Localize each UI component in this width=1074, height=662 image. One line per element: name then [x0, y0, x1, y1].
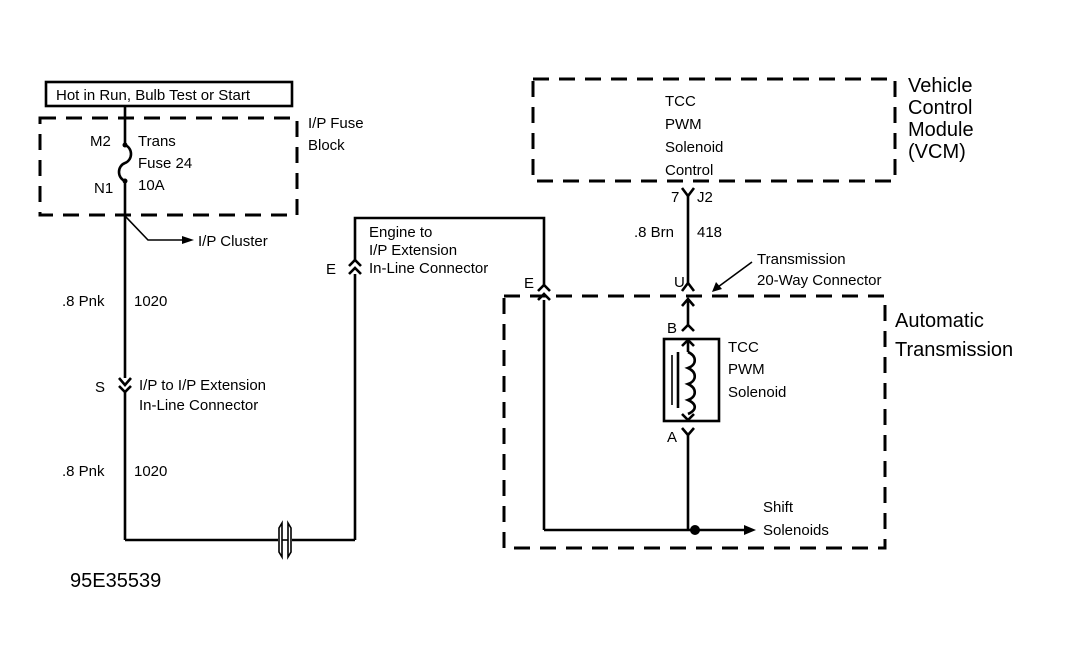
fuse-block: I/P Fuse Block M2 N1 Trans Fuse 24 10A — [38, 115, 364, 217]
trans-connector-name-1: Transmission — [757, 251, 846, 268]
tcc-pwm-solenoid: B TCC PWM Solenoid A — [662, 320, 786, 446]
trans-connector-name-2: 20-Way Connector — [757, 272, 882, 289]
wire-418-gauge: .8 Brn — [634, 224, 674, 241]
wire-418-circuit: 418 — [697, 224, 722, 241]
connector-s-name-1: I/P to I/P Extension — [139, 377, 266, 394]
solenoid-name-1: TCC — [728, 339, 759, 356]
arrow-icon — [744, 525, 756, 535]
inline-splice-icon — [278, 520, 292, 560]
vcm-name-4: (VCM) — [908, 141, 966, 163]
connector-e-name-3: In-Line Connector — [369, 260, 488, 277]
connector-e-left-pin: E — [326, 261, 336, 278]
vcm-name-3: Module — [908, 119, 974, 141]
vcm-pin: 7 — [671, 189, 679, 206]
trans-connector-u: U — [674, 274, 696, 332]
connector-e-name-2: I/P Extension — [369, 242, 457, 259]
shift-solenoids-1: Shift — [763, 499, 794, 516]
power-source-label: Hot in Run, Bulb Test or Start — [56, 87, 251, 104]
vcm-connector-j2: 7 J2 — [671, 187, 713, 206]
wire-upper-gauge: .8 Pnk — [62, 293, 105, 310]
fuse-block-name-2: Block — [308, 137, 345, 154]
solenoid-pin-a: A — [667, 429, 677, 446]
solenoid-pin-b: B — [667, 320, 677, 337]
figure-id: 95E35539 — [70, 570, 161, 592]
vcm-box: TCC PWM Solenoid Control Vehicle Control… — [531, 75, 974, 183]
vcm-name-2: Control — [908, 97, 972, 119]
ip-cluster-label: I/P Cluster — [198, 233, 268, 250]
automatic-transmission-box: Automatic Transmission — [502, 294, 1013, 550]
trans-connector-pointer: Transmission 20-Way Connector — [712, 251, 882, 292]
wire-e-top — [353, 216, 546, 285]
trans-connector-pin: U — [674, 274, 685, 291]
auto-trans-name-1: Automatic — [895, 310, 984, 332]
connector-e-name-1: Engine to — [369, 224, 432, 241]
vcm-name-1: Vehicle — [908, 75, 973, 97]
solenoid-name-2: PWM — [728, 361, 765, 378]
connector-s: S I/P to I/P Extension In-Line Connector — [95, 377, 266, 414]
vcm-connector: J2 — [697, 189, 713, 206]
terminal-m2: M2 — [90, 133, 111, 150]
arrow-icon — [712, 282, 722, 292]
fuse-symbol — [117, 107, 133, 184]
auto-trans-name-2: Transmission — [895, 339, 1013, 361]
vcm-function-4: Control — [665, 162, 713, 179]
fuse-label-2: Fuse 24 — [138, 155, 192, 172]
vcm-function-3: Solenoid — [665, 139, 723, 156]
connector-s-pin: S — [95, 379, 105, 396]
terminal-n1: N1 — [94, 180, 113, 197]
connector-e-right-pin: E — [524, 275, 534, 292]
coil-icon — [684, 350, 697, 416]
connector-e-right: E — [524, 275, 551, 301]
ip-cluster-branch: I/P Cluster — [124, 215, 268, 250]
arrow-icon — [182, 236, 194, 244]
shift-solenoids-2: Solenoids — [763, 522, 829, 539]
fuse-label-3: 10A — [138, 177, 165, 194]
connector-s-name-2: In-Line Connector — [139, 397, 258, 414]
fuse-block-name-1: I/P Fuse — [308, 115, 364, 132]
wire-lower-circuit: 1020 — [134, 463, 167, 480]
vcm-function-2: PWM — [665, 116, 702, 133]
fuse-label-1: Trans — [138, 133, 176, 150]
wire-upper-circuit: 1020 — [134, 293, 167, 310]
solenoid-name-3: Solenoid — [728, 384, 786, 401]
vcm-function-1: TCC — [665, 93, 696, 110]
power-source-box: Hot in Run, Bulb Test or Start — [44, 80, 294, 108]
wire-lower-gauge: .8 Pnk — [62, 463, 105, 480]
